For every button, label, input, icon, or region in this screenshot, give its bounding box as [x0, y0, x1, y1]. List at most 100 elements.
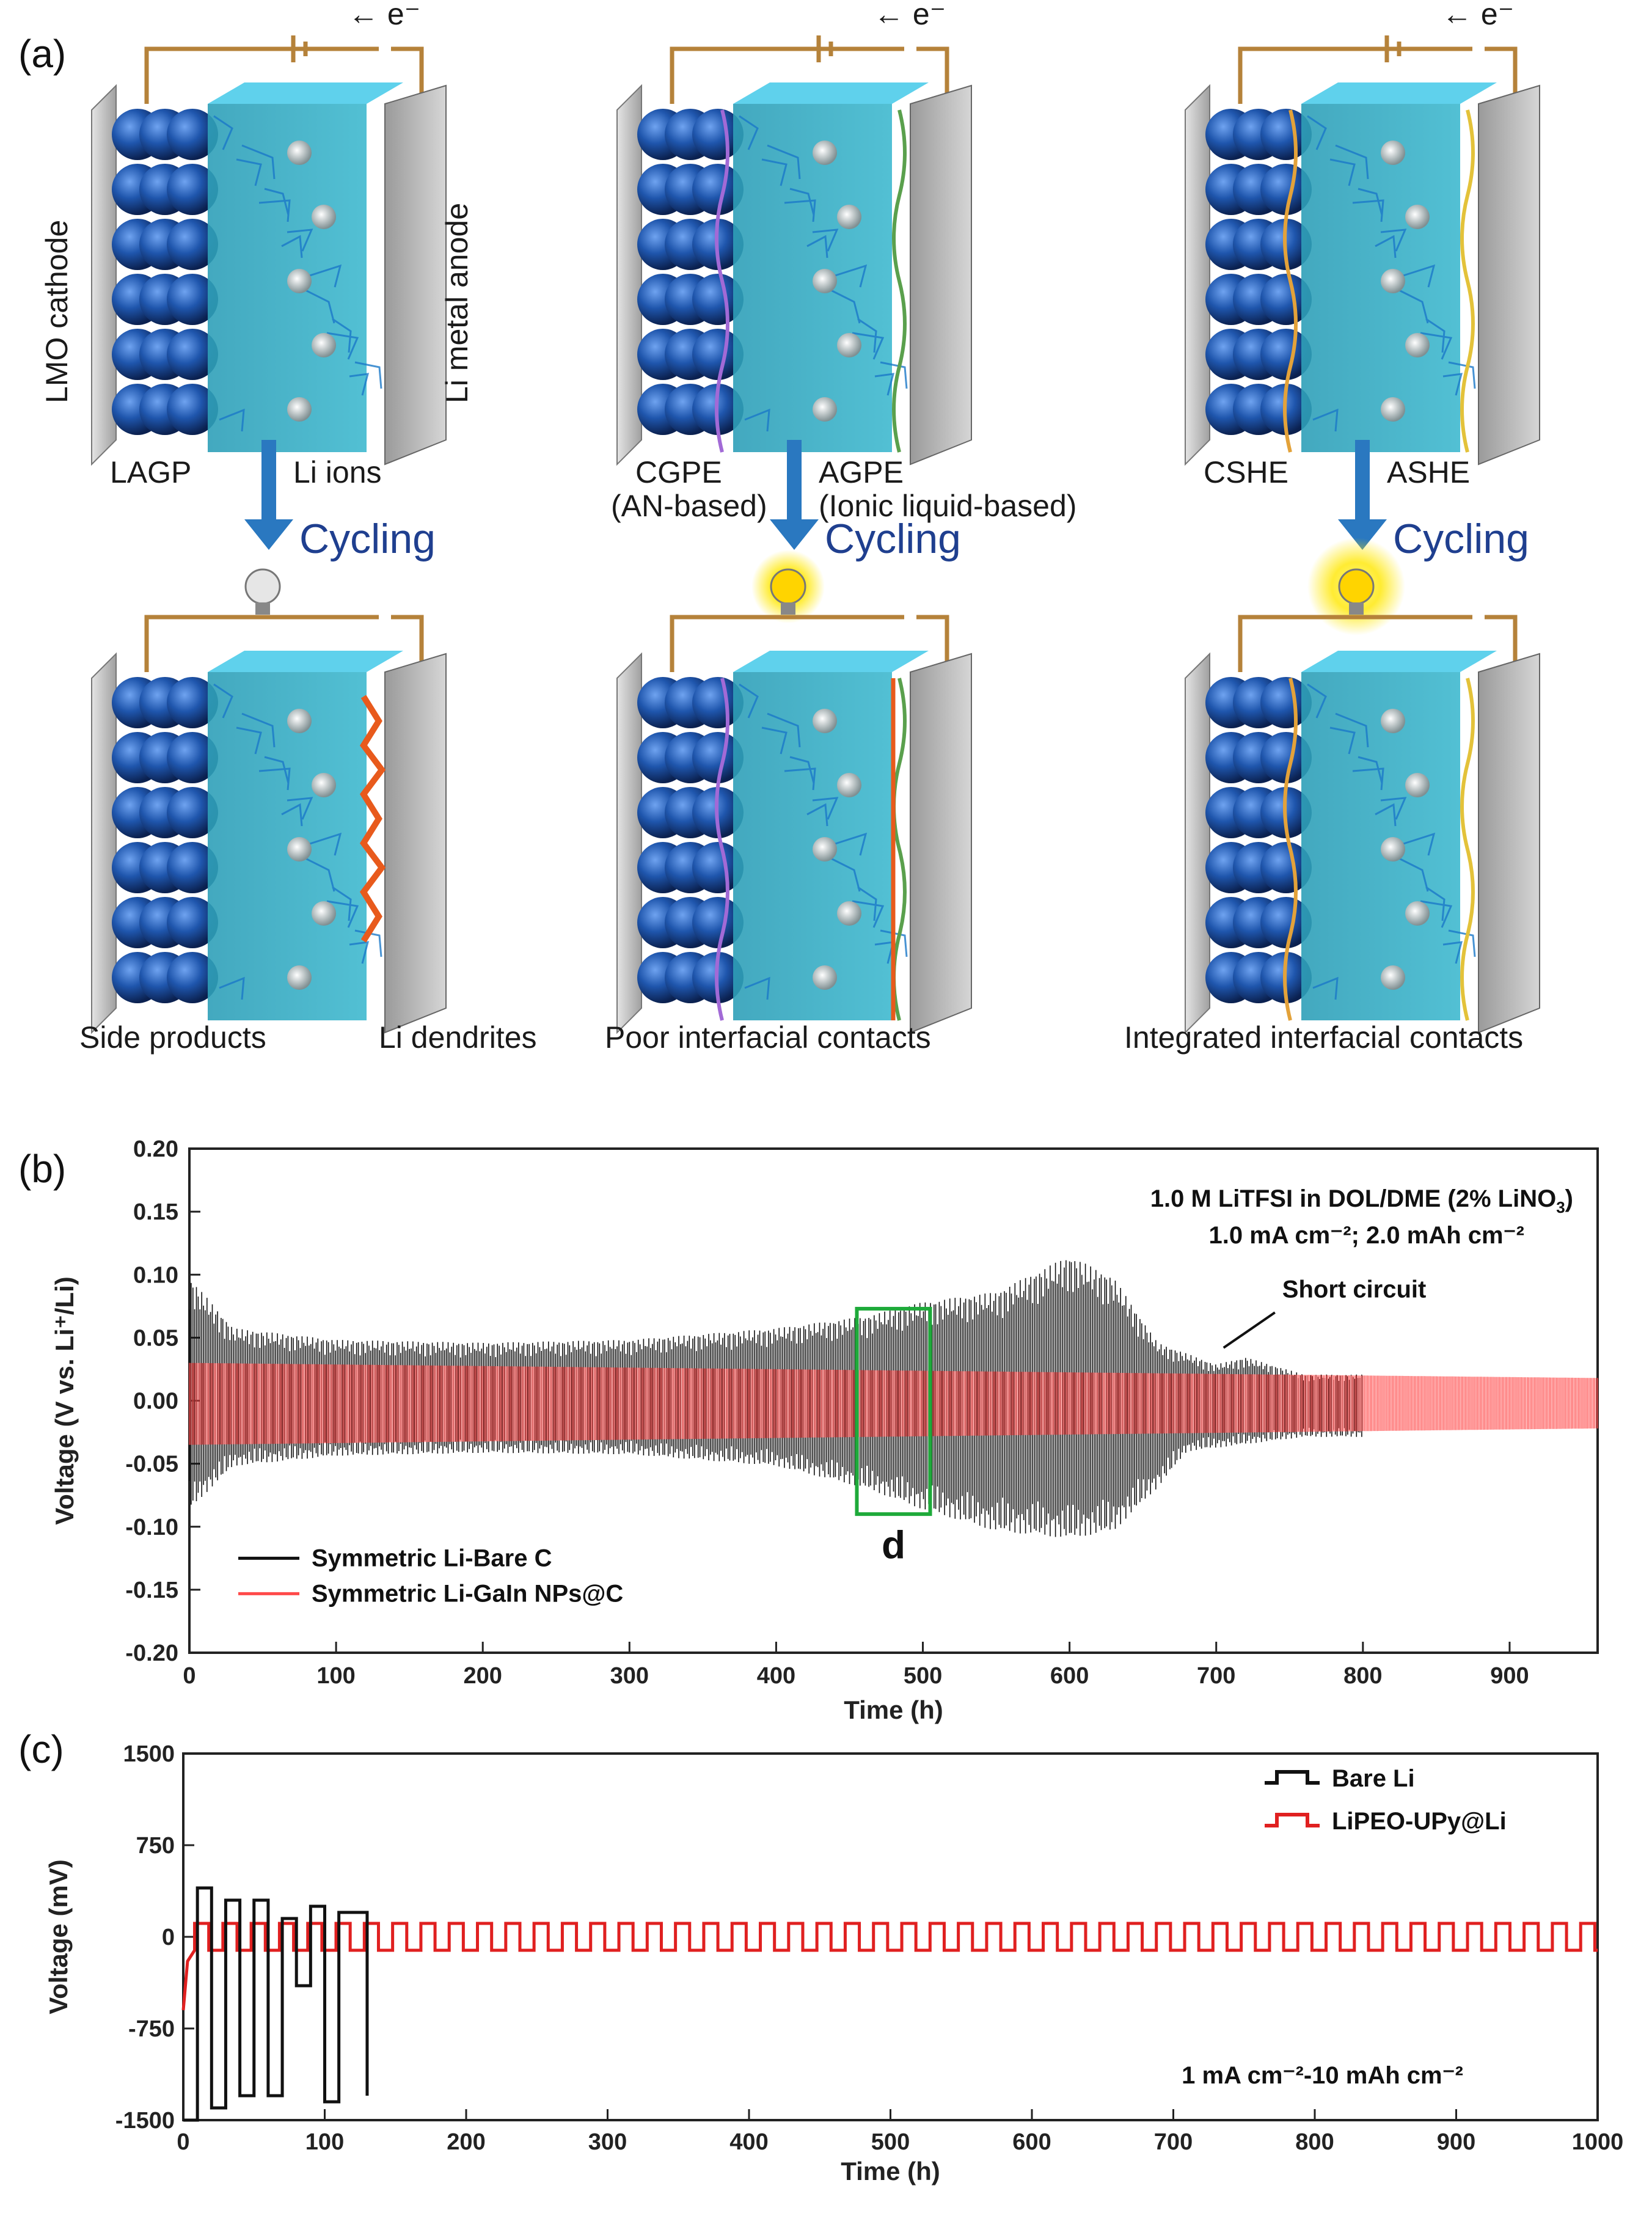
- light-bulb-icon: [1338, 568, 1375, 605]
- wire: [1238, 615, 1518, 672]
- condition-annotation-2: 1.0 mA cm⁻²; 2.0 mAh cm⁻²: [1209, 1222, 1524, 1249]
- li-dendrites: [359, 695, 386, 943]
- cathode-sphere: [1260, 677, 1312, 728]
- y-tick-label: 0.15: [133, 1199, 178, 1225]
- x-tick-label: 400: [757, 1663, 795, 1689]
- electrolyte: [1301, 672, 1460, 1020]
- y-tick-label: -0.05: [125, 1452, 178, 1477]
- legend-swatch: [1265, 1770, 1320, 1785]
- electron-flow-label: ← e⁻: [874, 0, 946, 31]
- cathode-interlayer: [715, 109, 729, 453]
- panel-b-label: (b): [18, 1147, 66, 1191]
- bottom-label: Side products: [79, 1020, 266, 1055]
- x-tick-label: 500: [871, 2129, 910, 2155]
- x-tick-label: 1000: [1572, 2129, 1624, 2155]
- cathode-sphere: [692, 329, 744, 380]
- li-ion: [813, 269, 837, 293]
- electrolyte: [208, 104, 367, 452]
- electrolyte-top: [208, 82, 403, 104]
- bottom-label: Poor interfacial contacts: [605, 1020, 931, 1055]
- x-tick-label: 200: [464, 1663, 502, 1689]
- li-ion: [287, 397, 312, 422]
- anode-interlayer: [1460, 678, 1475, 1021]
- y-axis-label: Voltage (V vs. Li⁺/Li): [50, 1276, 79, 1524]
- y-tick-label: -750: [128, 2016, 175, 2042]
- wire: [144, 615, 424, 672]
- wire: [670, 615, 949, 672]
- cathode-sphere: [167, 897, 218, 948]
- cathode-sphere: [167, 219, 218, 270]
- cathode-sphere: [692, 897, 744, 948]
- cycling-label: Cycling: [299, 516, 436, 562]
- x-tick-label: 600: [1050, 1663, 1089, 1689]
- li-ion: [813, 141, 837, 165]
- grain-boundaries: [1307, 115, 1476, 432]
- cathode-sphere: [167, 329, 218, 380]
- li-ion: [287, 269, 312, 293]
- y-axis-label: Voltage (mV): [44, 1859, 73, 2014]
- zoom-box-label: d: [882, 1523, 905, 1567]
- li-ion: [837, 901, 861, 926]
- cathode-sphere: [167, 109, 218, 160]
- cycling-label: Cycling: [825, 516, 961, 562]
- y-tick-label: 0.10: [133, 1262, 178, 1288]
- legend-entry: Symmetric Li-GaIn NPs@C: [312, 1580, 623, 1607]
- y-tick-label: 0: [162, 1925, 175, 1950]
- cathode-interlayer: [715, 678, 729, 1021]
- li-ion: [1405, 901, 1430, 926]
- grain-boundaries: [1307, 683, 1476, 1000]
- electrolyte-top: [208, 651, 403, 672]
- cathode-sphere: [692, 732, 744, 783]
- li-ion: [837, 773, 861, 797]
- wire: [144, 46, 424, 104]
- series-bare-li: [183, 1886, 369, 2122]
- cycling-arrow-head: [244, 519, 293, 550]
- anode-interlayer: [892, 678, 907, 1021]
- y-tick-label: -1500: [115, 2108, 175, 2134]
- li-ion: [312, 205, 336, 229]
- bulb-base: [255, 602, 270, 615]
- x-tick-label: 600: [1012, 2129, 1051, 2155]
- li-ion: [287, 709, 312, 733]
- cathode-sphere: [1260, 732, 1312, 783]
- x-tick-label: 800: [1295, 2129, 1334, 2155]
- top-right-label: Li ions: [293, 455, 382, 489]
- cathode-sphere: [692, 164, 744, 215]
- cathode-sphere: [1260, 274, 1312, 325]
- li-ion: [813, 965, 837, 990]
- legend-entry: LiPEO-UPy@Li: [1332, 1808, 1507, 1835]
- zoom-box: [855, 1306, 932, 1516]
- cathode-sphere: [167, 842, 218, 893]
- x-tick-label: 700: [1197, 1663, 1235, 1689]
- cathode-sphere: [692, 842, 744, 893]
- li-ion: [837, 333, 861, 357]
- li-ion: [1381, 709, 1405, 733]
- cathode-collector: [616, 652, 642, 1034]
- cathode-collector: [616, 84, 642, 466]
- li-ion: [1381, 397, 1405, 422]
- x-tick-label: 0: [183, 1663, 196, 1689]
- panel-b-chart: (b) -0.20-0.15-0.10-0.050.000.050.100.15…: [18, 1136, 1599, 1724]
- top-right-label: AGPE: [819, 455, 904, 489]
- li-ion: [1405, 773, 1430, 797]
- light-bulb-icon: [244, 568, 281, 605]
- electrolyte-top: [733, 651, 929, 672]
- li-ion: [312, 773, 336, 797]
- top-left-label: CGPE: [635, 455, 722, 489]
- electrolyte: [1301, 104, 1460, 452]
- cathode-sphere: [692, 109, 744, 160]
- short-circuit-arrow: [1223, 1311, 1276, 1349]
- electrolyte: [733, 104, 892, 452]
- top-right-sub-label: (Ionic liquid-based): [819, 489, 1076, 523]
- y-tick-label: -0.20: [125, 1641, 178, 1666]
- series-lipeo-upy: [181, 1922, 1598, 2011]
- electrolyte: [208, 672, 367, 1020]
- cathode-sphere: [1260, 897, 1312, 948]
- cathode-sphere: [167, 384, 218, 435]
- electrolyte-top: [733, 82, 929, 104]
- cathode-sphere: [167, 677, 218, 728]
- cathode-sphere: [1260, 329, 1312, 380]
